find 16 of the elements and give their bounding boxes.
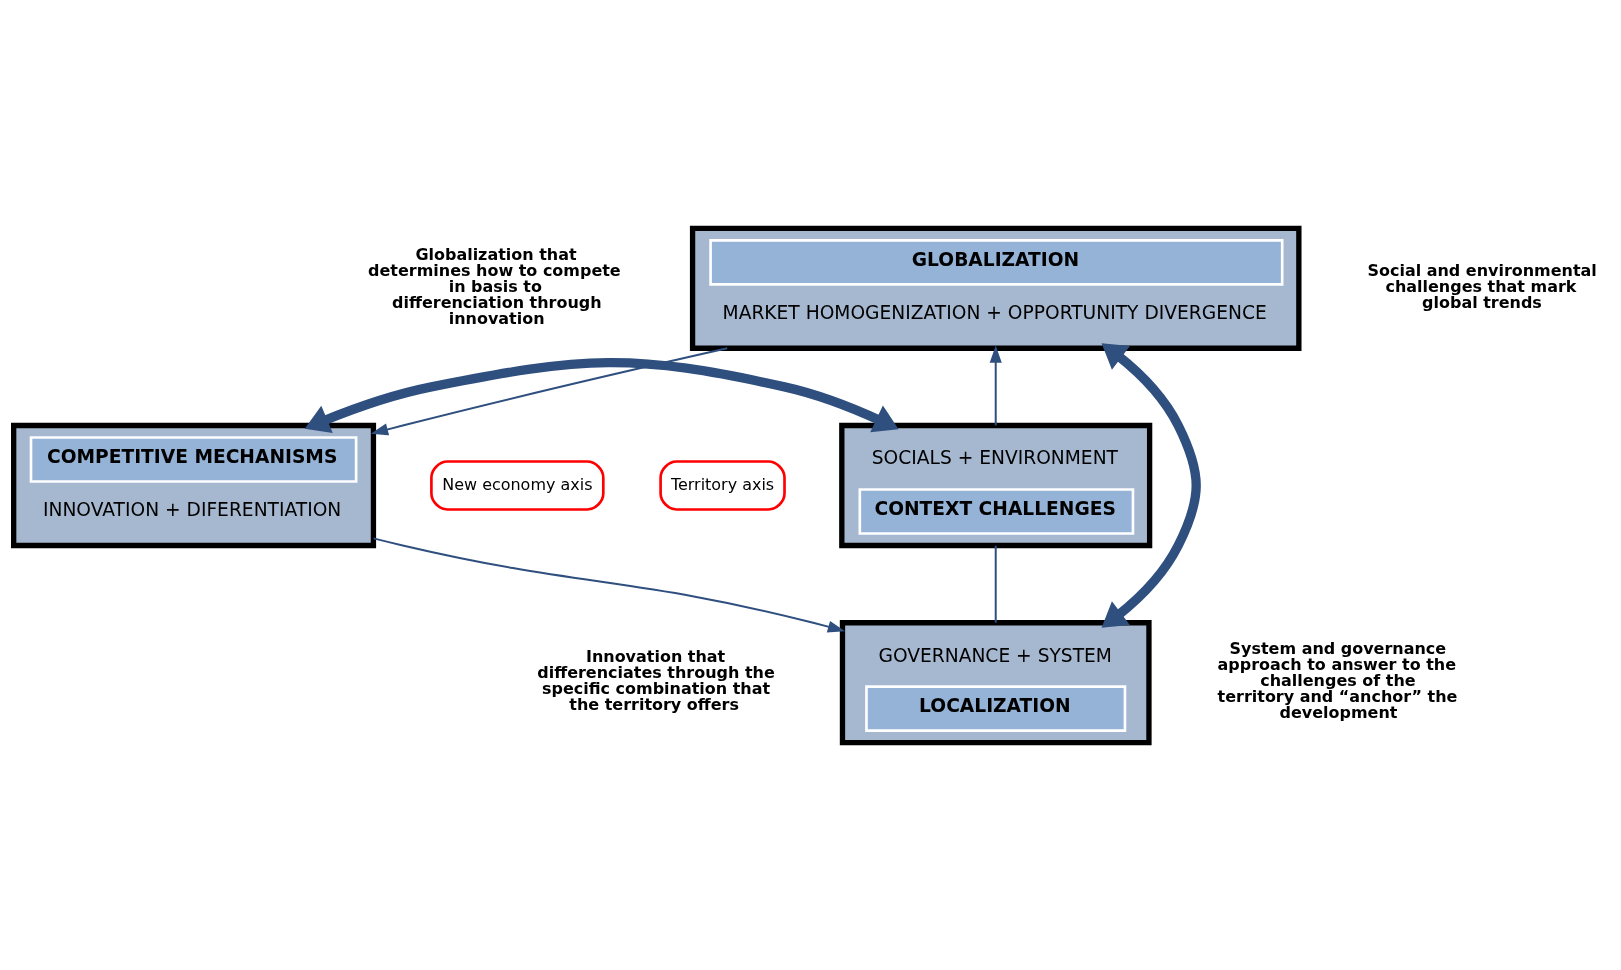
arrow <box>370 346 729 435</box>
arrow <box>989 345 1002 426</box>
node-box: New economy axis <box>430 459 605 511</box>
label: Globalization that determines how to compete in basis to differenciation through innovation <box>368 244 621 328</box>
node-box: SOCIALS + ENVIRONMENT CONTEXT CHALLENGES <box>839 422 1153 548</box>
arrow <box>304 357 899 433</box>
arrow <box>372 536 846 633</box>
node-box: Territory axis <box>659 459 786 511</box>
label: System and governance approach to answer to the challenges of the territory and “anchor” the development <box>1217 638 1458 722</box>
node-box: GLOBALIZATION MARKET HOMOGENIZATION + OPPORTUNITY DIVERGENCE <box>689 225 1302 351</box>
label: Innovation that differenciates through the specific combination that the territory offers <box>537 646 775 714</box>
connector <box>994 544 997 624</box>
label: Social and environmental challenges that mark global trends <box>1367 260 1597 312</box>
arrow <box>1101 342 1201 628</box>
node-box: GOVERNANCE + SYSTEM LOCALIZATION <box>839 619 1152 745</box>
node-box: COMPETITIVE MECHANISMS INNOVATION + DIFERENTIATION <box>11 422 377 548</box>
